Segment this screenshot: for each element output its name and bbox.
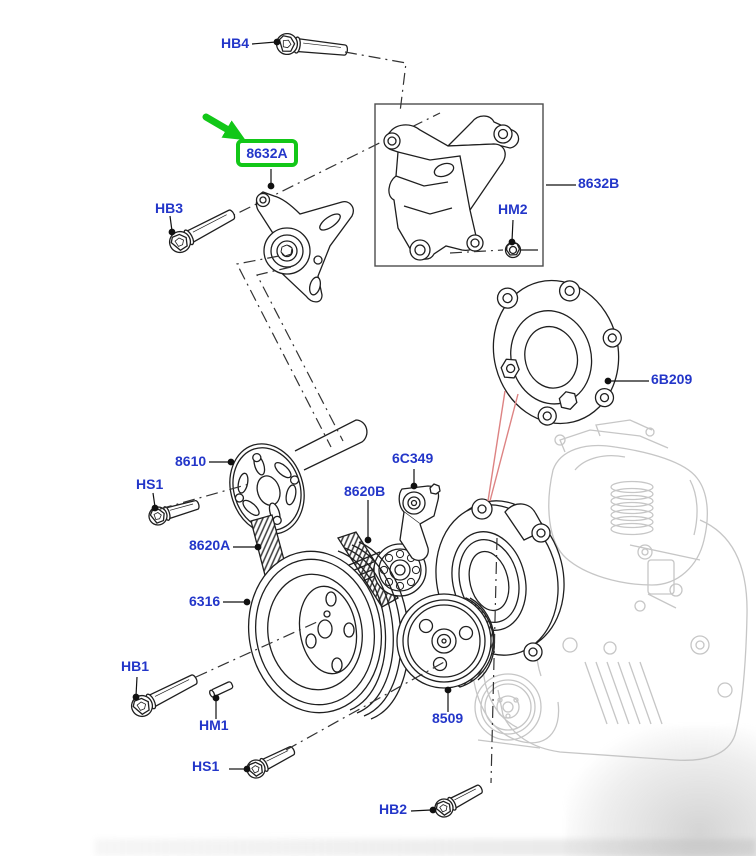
part-hb1-bolt xyxy=(127,668,202,721)
part-hb4-bolt xyxy=(274,31,350,62)
part-label-hs1-lower[interactable]: HS1 xyxy=(192,758,220,774)
part-label-8632a[interactable]: 8632A xyxy=(246,145,288,161)
part-label-8632b[interactable]: 8632B xyxy=(578,175,620,191)
part-6316-crank-pulley xyxy=(247,541,410,720)
part-label-hb1[interactable]: HB1 xyxy=(121,658,150,674)
part-label-6316[interactable]: 6316 xyxy=(189,593,221,609)
part-label-6b209[interactable]: 6B209 xyxy=(651,371,693,387)
part-8632b-bracket xyxy=(383,115,520,261)
leader-lines xyxy=(132,38,649,814)
alignment-line-hb3 xyxy=(217,112,441,224)
part-label-hb4[interactable]: HB4 xyxy=(221,35,250,51)
part-label-hm2[interactable]: HM2 xyxy=(498,201,528,217)
part-label-hm1[interactable]: HM1 xyxy=(199,717,229,733)
part-label-hs1-upper[interactable]: HS1 xyxy=(136,476,164,492)
part-hm2-nut xyxy=(504,241,538,259)
part-6b209-gasket xyxy=(492,279,622,426)
part-label-8509[interactable]: 8509 xyxy=(432,710,464,726)
part-8632a-tensioner[interactable] xyxy=(255,191,354,303)
part-hb2-bolt xyxy=(431,779,487,821)
part-label-hb2[interactable]: HB2 xyxy=(379,801,408,817)
part-label-6c349[interactable]: 6C349 xyxy=(392,450,434,466)
part-label-8620a[interactable]: 8620A xyxy=(189,537,231,553)
part-hm1-pin xyxy=(209,681,234,698)
part-8610-pulley xyxy=(229,419,368,535)
part-label-hb3[interactable]: HB3 xyxy=(155,200,184,216)
part-box-8632b xyxy=(374,103,544,267)
alignment-lines xyxy=(159,51,504,784)
part-label-8610[interactable]: 8610 xyxy=(175,453,207,469)
highlight-box: 8632A xyxy=(236,139,298,167)
part-8509-pulley xyxy=(396,593,496,689)
highlight-arrow-icon xyxy=(202,113,246,141)
part-6c349-tensioner xyxy=(398,483,441,562)
red-callout-lines xyxy=(487,390,519,502)
part-hs1-upper-bolt xyxy=(146,495,202,528)
watermark-corner-shade xyxy=(566,726,756,856)
part-label-8620b[interactable]: 8620B xyxy=(344,483,386,499)
